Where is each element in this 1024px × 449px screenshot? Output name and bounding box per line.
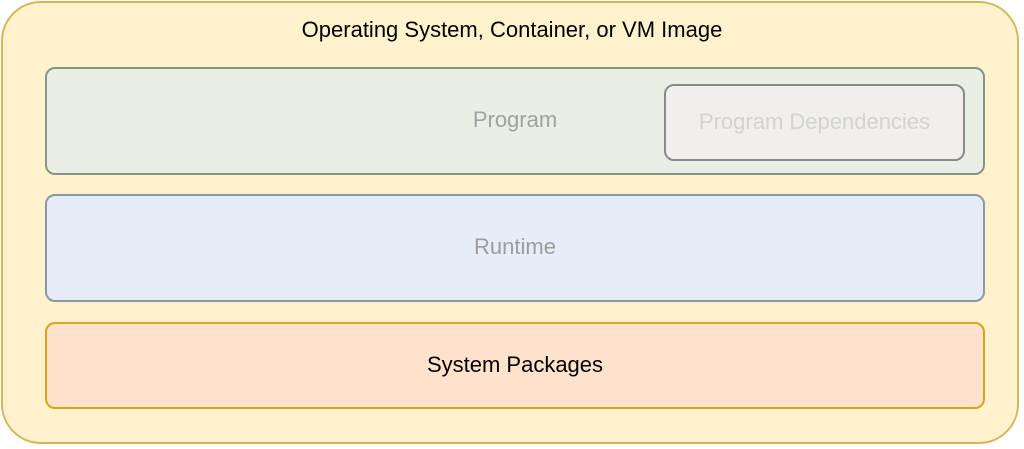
runtime-label: Runtime: [474, 234, 556, 259]
os-container-image-title: Operating System, Container, or VM Image: [301, 17, 723, 42]
system-packages-label: System Packages: [426, 352, 604, 377]
program-dependencies-box: Program Dependencies: [664, 84, 965, 161]
system-packages-box: System Packages: [45, 322, 985, 409]
program-label: Program: [472, 107, 558, 132]
runtime-box: Runtime: [45, 194, 985, 302]
program-box: Program Program Dependencies: [45, 67, 985, 175]
program-dependencies-label: Program Dependencies: [698, 109, 931, 134]
